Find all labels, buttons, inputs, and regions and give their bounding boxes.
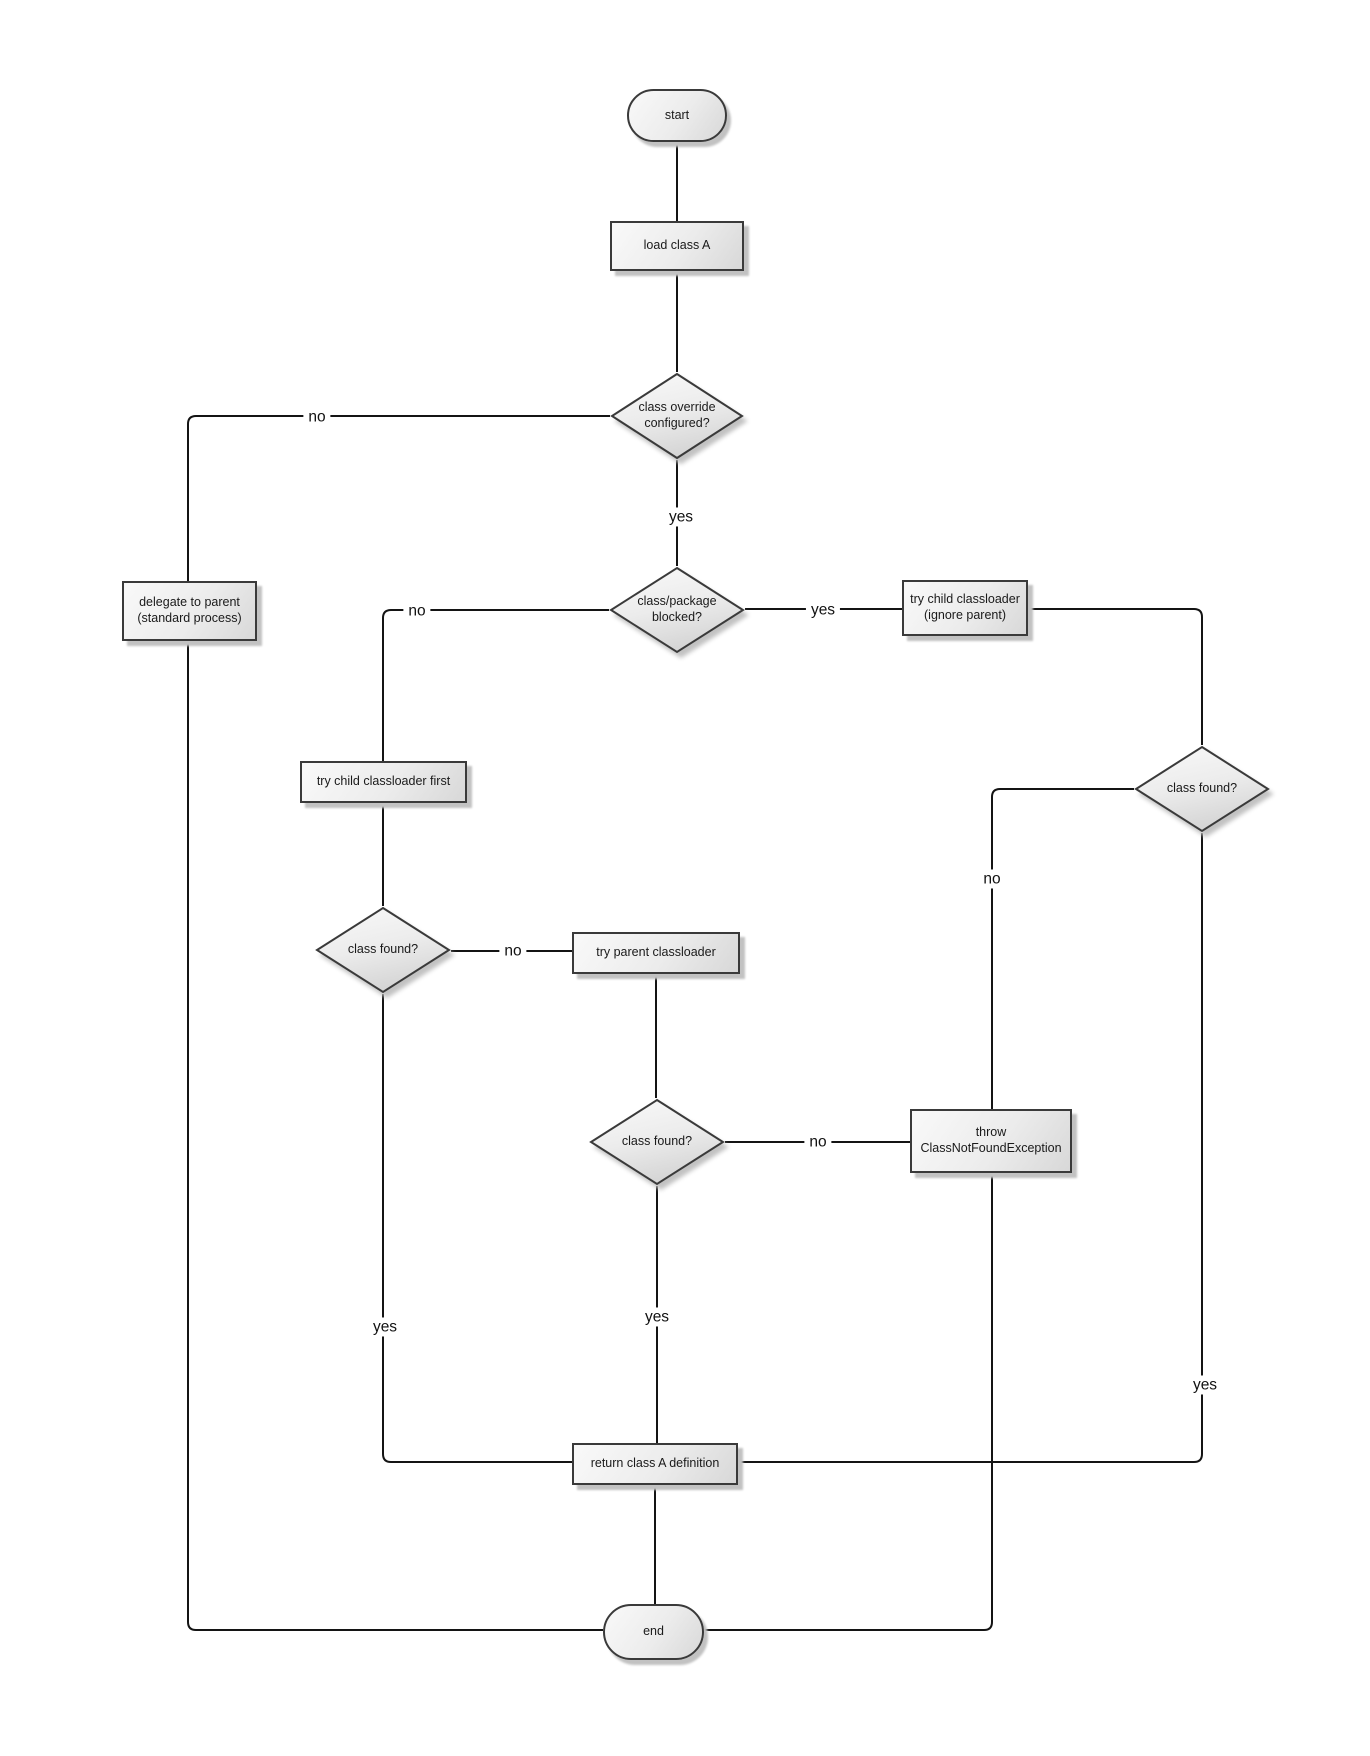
node-label: class/package blocked? [637, 594, 717, 624]
edge-foundright-throw-no [991, 788, 1134, 1109]
node-load-class-a: load class A [610, 221, 744, 271]
edge-label-no: no [804, 1132, 832, 1152]
edge-label-no: no [403, 601, 431, 621]
diamond-shape [610, 372, 744, 460]
node-delegate-to-parent: delegate to parent (standard process) [122, 581, 257, 641]
edge-blocked-childfirst-no [382, 609, 609, 761]
node-label: class override configured? [638, 400, 716, 430]
edge-label-no: no [303, 407, 331, 427]
node-label: end [643, 1624, 664, 1639]
node-label: delegate to parent (standard process) [137, 595, 242, 625]
edge-override-delegate-no [187, 415, 610, 581]
node-end: end [603, 1604, 704, 1660]
node-class-found-left: class found? [315, 906, 451, 994]
edge-label-yes: yes [1187, 1375, 1223, 1395]
node-label: return class A definition [590, 1456, 720, 1471]
node-label: load class A [643, 238, 711, 253]
node-class-found-right: class found? [1134, 745, 1270, 833]
edge-throw-end [704, 1173, 993, 1631]
node-label: start [664, 107, 690, 122]
node-class-override-configured: class override configured? [610, 372, 744, 460]
node-class-found-middle: class found? [589, 1098, 725, 1186]
diamond-shape [315, 906, 451, 994]
diamond-shape [589, 1098, 725, 1186]
edge-childignore-foundright [1028, 608, 1203, 745]
edge-label-yes: yes [663, 507, 699, 527]
node-try-child-classloader-first: try child classloader first [300, 761, 467, 803]
edge-label-yes: yes [805, 600, 841, 620]
node-label: throw ClassNotFoundException [920, 1125, 1062, 1155]
diamond-shape [1134, 745, 1270, 833]
edge-foundleft-return-yes [382, 994, 572, 1463]
edge-label-yes: yes [639, 1307, 675, 1327]
edge-label-yes: yes [367, 1317, 403, 1337]
node-label: try parent classloader [596, 945, 716, 960]
node-label: try child classloader (ignore parent) [910, 592, 1020, 622]
node-label: try child classloader first [316, 774, 451, 789]
node-return-class-a-definition: return class A definition [572, 1443, 738, 1485]
node-try-parent-classloader: try parent classloader [572, 932, 740, 974]
node-label: class found? [1166, 781, 1238, 796]
node-label: class found? [621, 1134, 693, 1149]
node-throw-classnotfoundexception: throw ClassNotFoundException [910, 1109, 1072, 1173]
node-start: start [627, 89, 727, 142]
edge-label-no: no [499, 941, 527, 961]
node-class-package-blocked: class/package blocked? [609, 566, 745, 654]
edge-foundright-return-yes [740, 833, 1203, 1463]
node-try-child-classloader-ignore-parent: try child classloader (ignore parent) [902, 580, 1028, 636]
edge-label-no: no [978, 869, 1006, 889]
edge-delegate-end [187, 641, 603, 1631]
node-label: class found? [347, 942, 419, 957]
diamond-shape [609, 566, 745, 654]
